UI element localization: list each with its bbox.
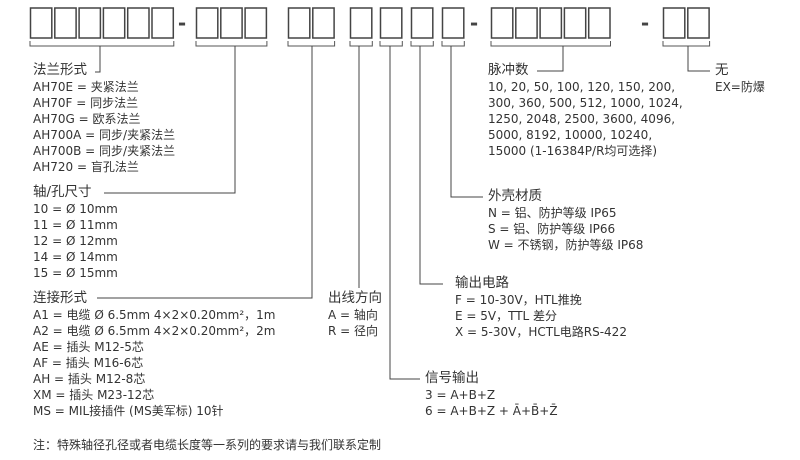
connection-item: MS = MIL接插件 (MS美军标) 10针 [33, 404, 224, 418]
signal-item: 6 = A+B+Z + Ā+B̄+Z̄ [425, 404, 558, 418]
code-separator: - [470, 11, 478, 35]
shaft-title: 轴/孔尺寸 [33, 184, 92, 200]
flange-item: AH700B = 同步/夹紧法兰 [33, 144, 176, 158]
connector-explosion [687, 46, 710, 72]
connector-connection [97, 46, 313, 299]
connection-item: A1 = 电缆 Ø 6.5mm 4×2×0.20mm²，1m [33, 308, 276, 322]
code-digit-box [78, 7, 102, 39]
code-boxes: --- [29, 7, 711, 47]
circuit-item: X = 5-30V，HCTL电路RS-422 [455, 325, 627, 339]
code-digit-box [490, 7, 514, 39]
shaft-item: 11 = Ø 11mm [33, 218, 118, 232]
outlet-section: 出线方向 A = 轴向 R = 径向 [328, 289, 382, 339]
connector-shaft [104, 46, 236, 194]
code-digit-box [29, 7, 53, 39]
pulses-item: 5000, 8192, 10000, 10240, [488, 128, 653, 142]
housing-item: S = 铝、防护等级 IP66 [488, 222, 616, 236]
pulses-item: 1250, 2048, 2500, 3600, 4096, [488, 112, 676, 126]
code-digit-box [662, 7, 686, 39]
code-digit-box [410, 7, 434, 39]
flange-item: AH70G = 欧系法兰 [33, 112, 141, 126]
housing-item: W = 不锈钢，防护等级 IP68 [488, 238, 644, 252]
code-separator: - [178, 11, 186, 35]
connector-signal [389, 46, 420, 380]
code-digit-box [379, 7, 403, 39]
shaft-item: 10 = Ø 10mm [33, 202, 118, 216]
code-digit-box [515, 7, 538, 39]
circuit-title: 输出电路 [455, 275, 509, 291]
flange-title: 法兰形式 [33, 62, 87, 78]
connector-housing [450, 46, 483, 198]
group-bracket [379, 41, 403, 47]
pulses-item: 15000 (1-16384P/R均可选择) [488, 144, 658, 158]
group-bracket [662, 41, 711, 47]
explosion-title: 无 [715, 62, 729, 78]
connector-circuit [419, 46, 443, 285]
code-digit-box [539, 7, 563, 39]
circuit-section: 输出电路 F = 10-30V，HTL推挽 E = 5V，TTL 差分 X = … [455, 274, 627, 340]
shaft-item: 14 = Ø 14mm [33, 250, 118, 264]
pulses-item: 10, 20, 50, 100, 120, 150, 200, [488, 80, 676, 94]
connection-item: AE = 插头 M12-5芯 [33, 340, 144, 354]
explosion-item: EX=防爆 [715, 80, 765, 94]
connector-lines [95, 46, 710, 380]
flange-item: AH700A = 同步/夹紧法兰 [33, 128, 176, 142]
code-digit-box [563, 7, 587, 39]
group-bracket [29, 41, 175, 47]
code-digit-box [587, 7, 611, 39]
code-digit-box [349, 7, 373, 39]
flange-item: AH720 = 盲孔法兰 [33, 160, 139, 174]
housing-item: N = 铝、防护等级 IP65 [488, 206, 617, 220]
pulses-title: 脉冲数 [488, 62, 529, 78]
pulses-section: 脉冲数 10, 20, 50, 100, 120, 150, 200, 300,… [488, 61, 683, 159]
housing-title: 外壳材质 [488, 188, 542, 204]
code-digit-box [151, 7, 175, 39]
code-digit-box [220, 7, 243, 39]
code-digit-box [441, 7, 465, 39]
connection-section: 连接形式 A1 = 电缆 Ø 6.5mm 4×2×0.20mm²，1m A2 =… [33, 289, 276, 419]
shaft-item: 12 = Ø 12mm [33, 234, 118, 248]
shaft-section: 轴/孔尺寸 10 = Ø 10mm 11 = Ø 11mm 12 = Ø 12m… [33, 183, 118, 281]
group-bracket [410, 41, 434, 47]
code-digit-box [126, 7, 150, 39]
connection-item: AF = 插头 M16-6芯 [33, 356, 144, 370]
outlet-item: A = 轴向 [328, 308, 378, 322]
connector-pulses [537, 46, 564, 72]
code-separator: - [641, 11, 649, 35]
connection-item: XM = 插头 M23-12芯 [33, 388, 155, 402]
footnote: 注：特殊轴径孔径或者电缆长度等一系列的要求请与我们联系定制 [33, 438, 382, 452]
outlet-title: 出线方向 [328, 290, 382, 306]
group-bracket [287, 41, 336, 47]
code-digit-box [312, 7, 335, 39]
group-bracket [349, 41, 373, 47]
code-digit-box [54, 7, 77, 39]
code-digit-box [102, 7, 126, 39]
outlet-item: R = 径向 [328, 324, 379, 338]
flange-item: AH70F = 同步法兰 [33, 96, 139, 110]
flange-section: 法兰形式 AH70E = 夹紧法兰 AH70F = 同步法兰 AH70G = 欧… [33, 61, 175, 175]
shaft-item: 15 = Ø 15mm [33, 266, 118, 280]
pulses-item: 300, 360, 500, 512, 1000, 1024, [488, 96, 683, 110]
circuit-item: E = 5V，TTL 差分 [455, 309, 558, 323]
housing-section: 外壳材质 N = 铝、防护等级 IP65 S = 铝、防护等级 IP66 W =… [488, 187, 643, 253]
explosion-section: 无 EX=防爆 [715, 61, 765, 95]
signal-item: 3 = A+B+Z [425, 388, 496, 402]
code-digit-box [244, 7, 268, 39]
group-bracket [441, 41, 465, 47]
code-digit-box [195, 7, 219, 39]
connection-title: 连接形式 [33, 290, 87, 306]
code-digit-box [687, 7, 710, 39]
connector-flange [95, 46, 101, 73]
connection-item: A2 = 电缆 Ø 6.5mm 4×2×0.20mm²，2m [33, 324, 276, 338]
flange-item: AH70E = 夹紧法兰 [33, 80, 139, 94]
circuit-item: F = 10-30V，HTL推挽 [455, 293, 582, 307]
group-bracket [195, 41, 268, 47]
signal-section: 信号输出 3 = A+B+Z 6 = A+B+Z + Ā+B̄+Z̄ [425, 369, 558, 419]
signal-title: 信号输出 [425, 370, 479, 386]
connection-item: AH = 插头 M12-8芯 [33, 372, 146, 386]
code-digit-box [287, 7, 311, 39]
group-bracket [490, 41, 611, 47]
